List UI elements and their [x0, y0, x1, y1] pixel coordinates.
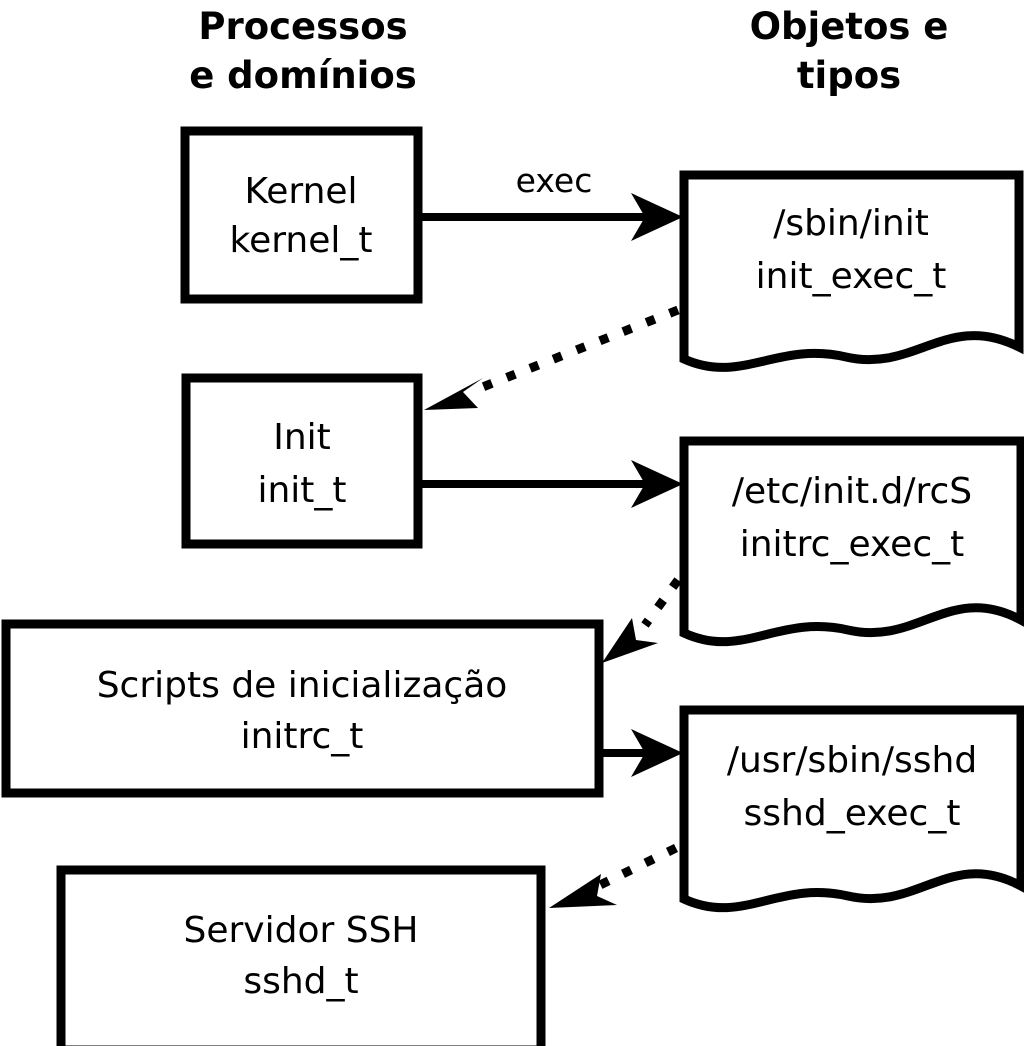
edge-init-exec-transition-init-arrowhead: [424, 378, 483, 410]
column-title-processes: Processos e domínios: [189, 5, 417, 97]
column-title-objects-line1: Objetos e: [750, 5, 949, 48]
node-init-box[interactable]: [181, 373, 423, 549]
node-sshd-box[interactable]: [56, 865, 546, 1046]
node-init-exec-type: init_exec_t: [756, 256, 947, 297]
node-initrc[interactable]: Scripts de inicialização initrc_t: [1, 619, 604, 798]
node-kernel[interactable]: Kernel kernel_t: [180, 126, 423, 304]
column-title-processes-line2: e domínios: [189, 54, 417, 97]
edge-kernel-exec-init: exec: [422, 161, 683, 241]
edge-kernel-exec-init-label: exec: [516, 161, 593, 200]
node-init-exec-path: /sbin/init: [773, 203, 929, 244]
node-initrc-name: Scripts de inicialização: [97, 665, 508, 706]
node-kernel-box[interactable]: [180, 126, 423, 304]
node-init-exec-document-shape[interactable]: [679, 170, 1024, 372]
node-initrc-box[interactable]: [1, 619, 604, 798]
node-kernel-type: kernel_t: [230, 220, 373, 261]
node-initrc-exec-path: /etc/init.d/rcS: [732, 471, 972, 512]
node-kernel-name: Kernel: [244, 171, 357, 212]
edge-sshd-exec-transition-sshd: [549, 843, 678, 908]
node-sshd[interactable]: Servidor SSH sshd_t: [56, 865, 546, 1046]
node-init-exec[interactable]: /sbin/init init_exec_t: [679, 170, 1024, 372]
node-sshd-type: sshd_t: [243, 961, 358, 1002]
node-init-type: init_t: [257, 470, 346, 511]
edge-init-exec-transition-init: [424, 305, 680, 410]
edge-initrc-exec-sshd: [603, 729, 683, 777]
column-title-objects: Objetos e tipos: [750, 5, 949, 97]
node-init-name: Init: [273, 417, 331, 458]
node-sshd-exec-type: sshd_exec_t: [744, 793, 961, 834]
edge-init-exec-initrc: [422, 460, 683, 508]
column-title-objects-line2: tipos: [797, 54, 901, 97]
edge-initrc-exec-transition-initrc: [602, 577, 682, 663]
node-init[interactable]: Init init_t: [181, 373, 423, 549]
edge-initrc-exec-transition-initrc-line: [641, 577, 682, 628]
node-initrc-type: initrc_t: [241, 716, 364, 757]
node-sshd-exec[interactable]: /usr/sbin/sshd sshd_exec_t: [679, 705, 1024, 913]
node-initrc-exec[interactable]: /etc/init.d/rcS initrc_exec_t: [679, 436, 1024, 647]
node-initrc-exec-document-shape[interactable]: [679, 436, 1024, 647]
edge-kernel-exec-init-arrowhead: [631, 193, 683, 241]
edge-initrc-exec-sshd-arrowhead: [631, 729, 683, 777]
node-sshd-name: Servidor SSH: [183, 910, 418, 951]
edge-init-exec-initrc-arrowhead: [631, 460, 683, 508]
column-title-processes-line1: Processos: [198, 5, 407, 48]
node-initrc-exec-type: initrc_exec_t: [740, 524, 965, 565]
edge-initrc-exec-transition-initrc-arrowhead: [602, 618, 658, 663]
node-sshd-exec-document-shape[interactable]: [679, 705, 1024, 913]
node-sshd-exec-path: /usr/sbin/sshd: [727, 740, 977, 781]
edge-sshd-exec-transition-sshd-arrowhead: [549, 874, 617, 908]
